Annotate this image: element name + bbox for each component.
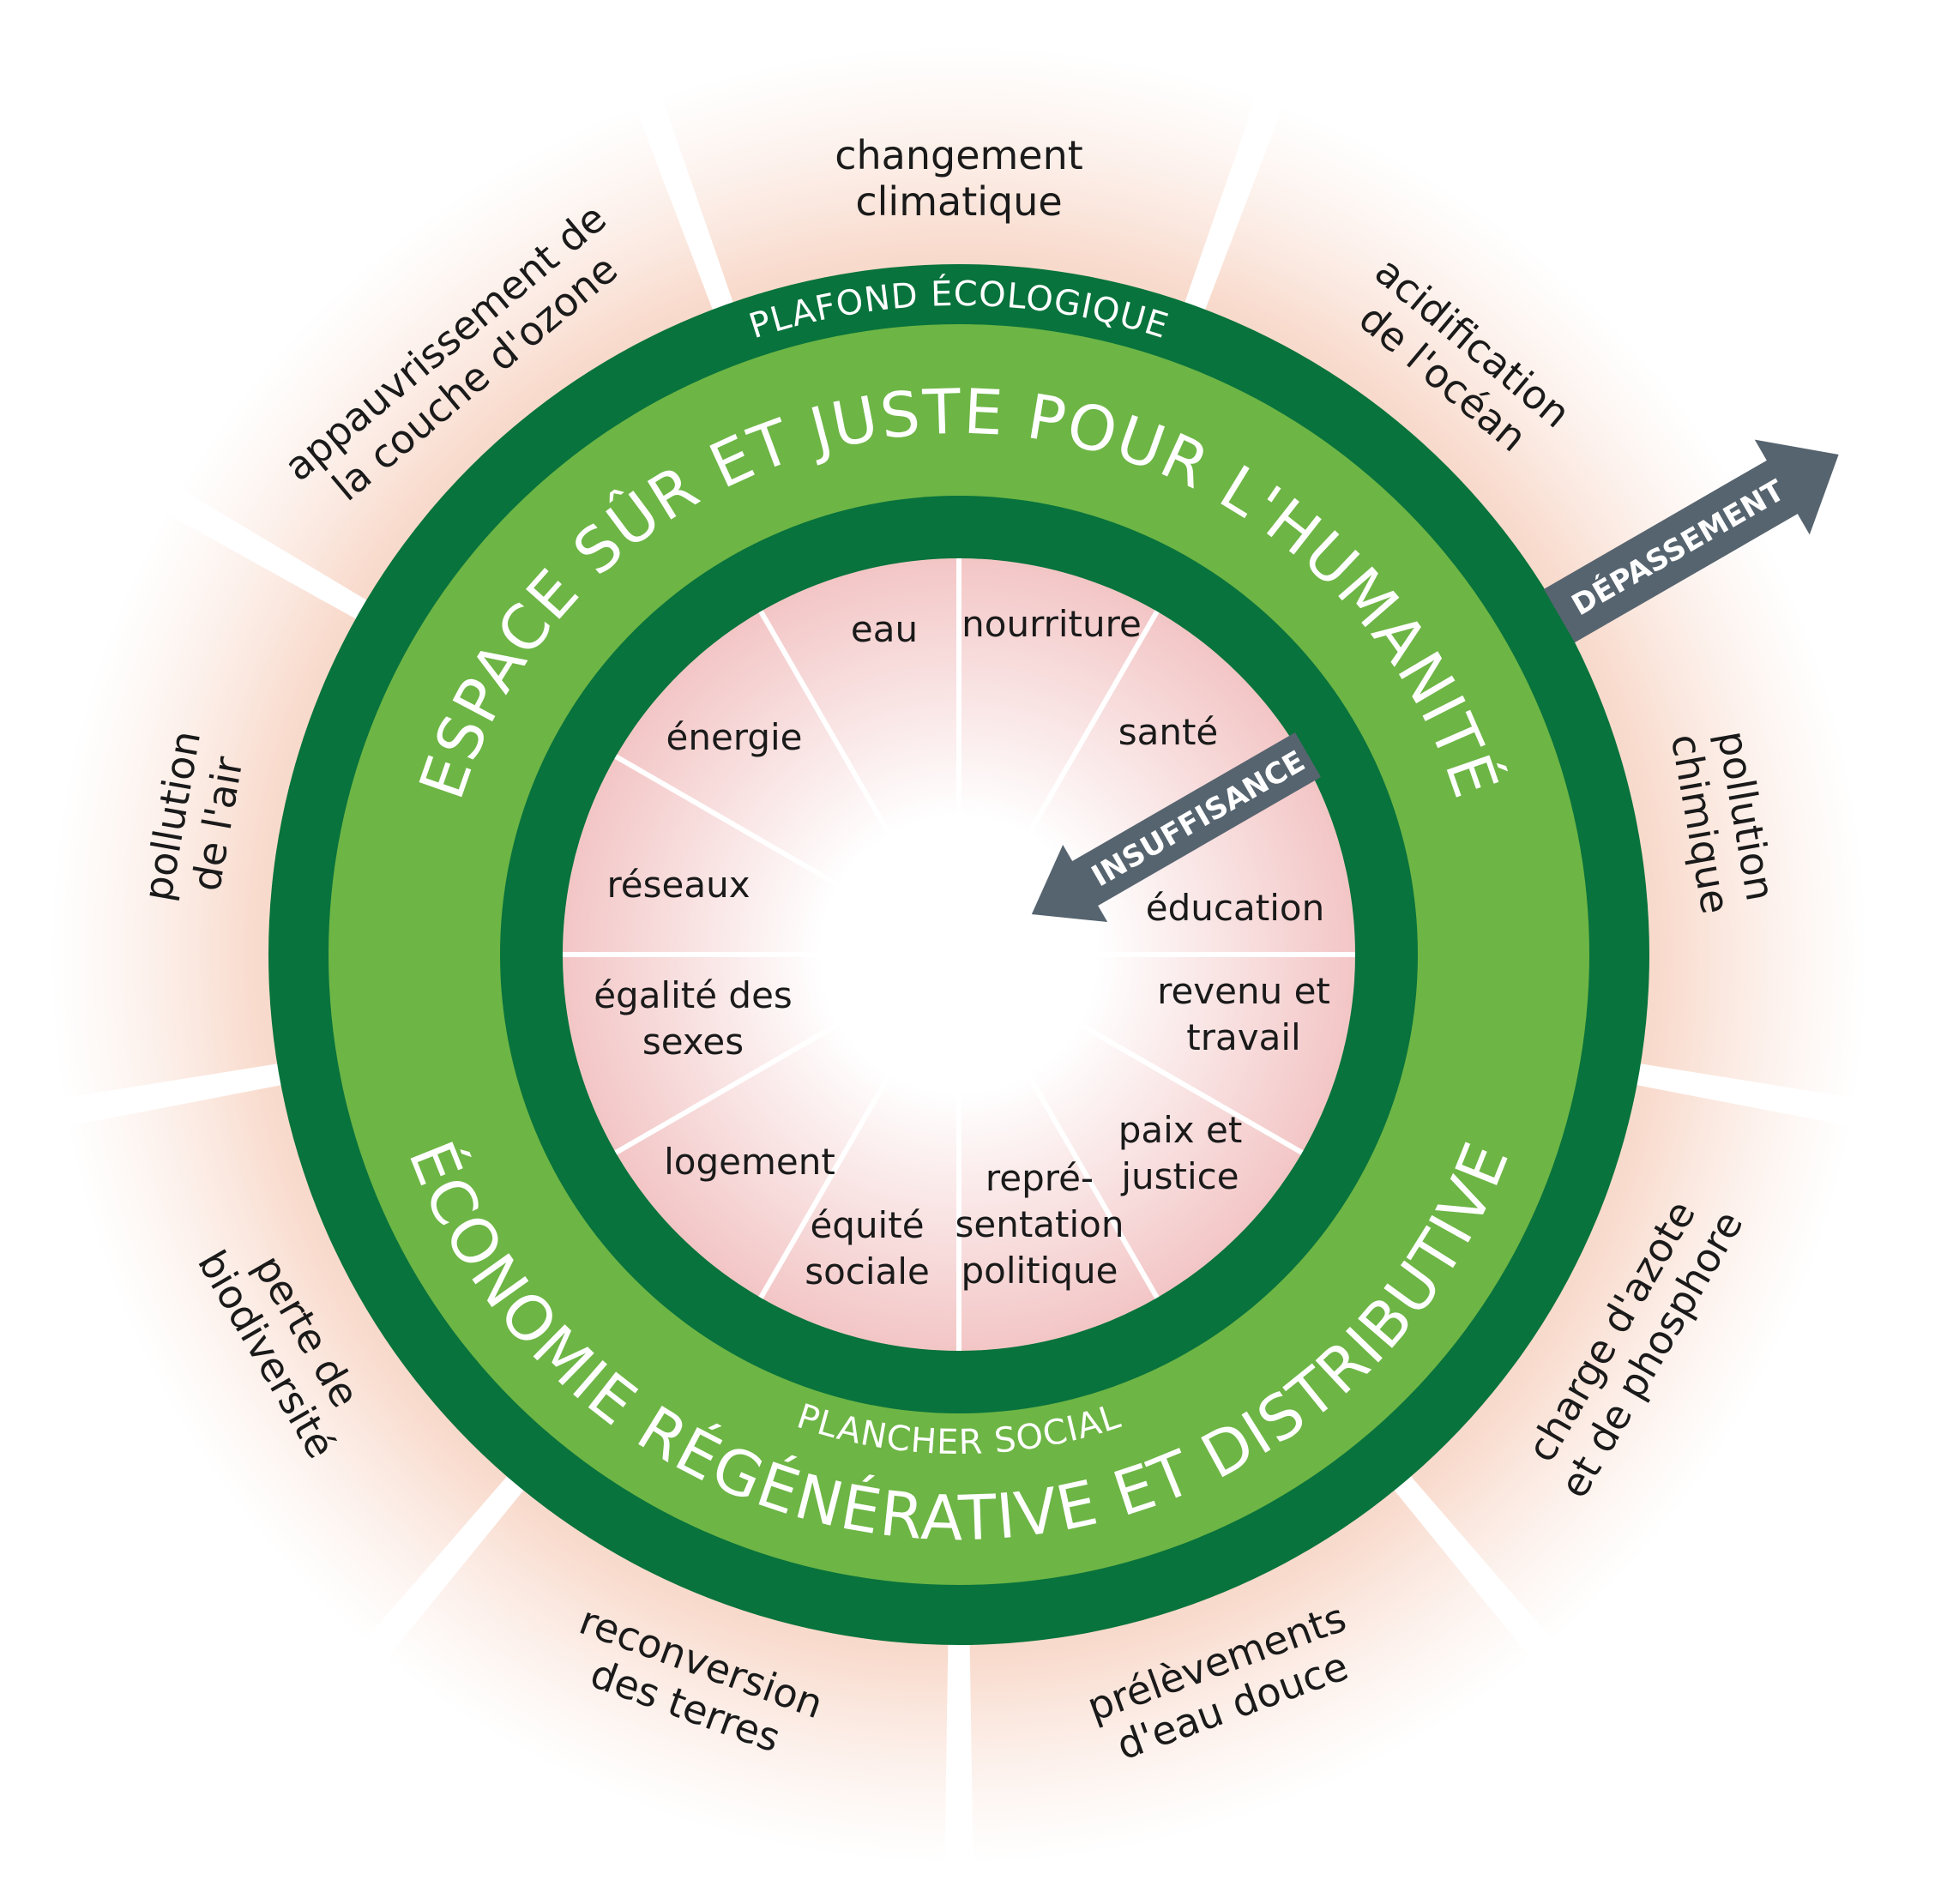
inner-divider <box>614 952 961 1155</box>
inner-divider <box>758 610 961 956</box>
outer-segment-ozone-depletion <box>160 85 720 612</box>
inner-label-energy: énergie <box>666 716 803 758</box>
inner-divider <box>956 953 1160 1299</box>
outer-segment-climate-change <box>654 23 1264 322</box>
inner-divider <box>614 754 961 957</box>
inner-label-water: eau <box>851 608 918 650</box>
outer-segment-land-conversion <box>371 1473 949 1885</box>
inner-label-education: éducation <box>1146 887 1324 929</box>
outer-segment-nitrogen-phosphorus <box>1396 1081 1873 1659</box>
inner-label-food: nourriture <box>961 603 1142 645</box>
outer-segment-freshwater <box>969 1473 1546 1885</box>
overshoot-arrow-shape <box>1544 439 1839 643</box>
inner-divider <box>758 953 961 1299</box>
outer-segment-ocean-acidification <box>1197 85 1758 612</box>
outer-segment-biodiversity-loss <box>45 1081 521 1659</box>
inner-label-housing: logement <box>664 1141 835 1183</box>
inner-label-networks: réseaux <box>606 864 750 906</box>
shortfall-arrow-shape <box>1031 732 1321 923</box>
social-foundation-segments <box>563 558 1355 1351</box>
inner-divider <box>957 952 1304 1155</box>
inner-divider <box>956 610 1160 956</box>
inner-label-health: santé <box>1118 711 1219 753</box>
